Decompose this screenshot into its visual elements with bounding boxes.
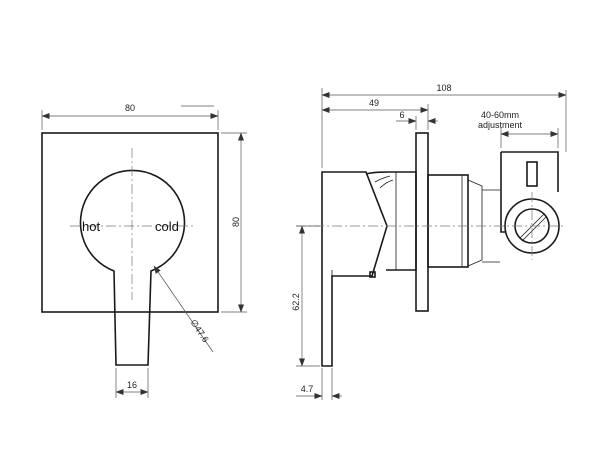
- adjustment-range: 40-60mm: [481, 110, 519, 120]
- plate-dimension: 6: [399, 110, 404, 120]
- lever-width-dimension: 16: [127, 380, 137, 390]
- side-view: 108 49 6 40-60mm adjustment 62.2 4.7: [291, 83, 567, 400]
- cover-plate: [41, 132, 219, 313]
- side-lever-profile: [321, 171, 388, 367]
- rear-body: [427, 174, 469, 268]
- side-cover-plate: [415, 132, 429, 312]
- fitting-bracket: [500, 151, 559, 233]
- lever-offset-dimension: 4.7: [301, 384, 314, 394]
- body-depth-dimension: 49: [369, 98, 379, 108]
- diameter-dimension: ∅47.6: [188, 318, 210, 345]
- height-dimension: 80: [231, 217, 241, 227]
- lever-height-dimension: 62.2: [291, 293, 301, 311]
- cold-label: cold: [155, 219, 179, 234]
- width-dimension: 80: [125, 103, 135, 113]
- adjustment-label: adjustment: [478, 120, 523, 130]
- valve-body: [365, 171, 417, 271]
- front-view: hot cold 80 80 16 ∅47.6: [41, 103, 247, 398]
- mixer-handle-outline: [79, 169, 186, 366]
- hot-label: hot: [82, 219, 100, 234]
- overall-depth-dimension: 108: [436, 83, 451, 93]
- diameter-leader-line: [153, 265, 214, 353]
